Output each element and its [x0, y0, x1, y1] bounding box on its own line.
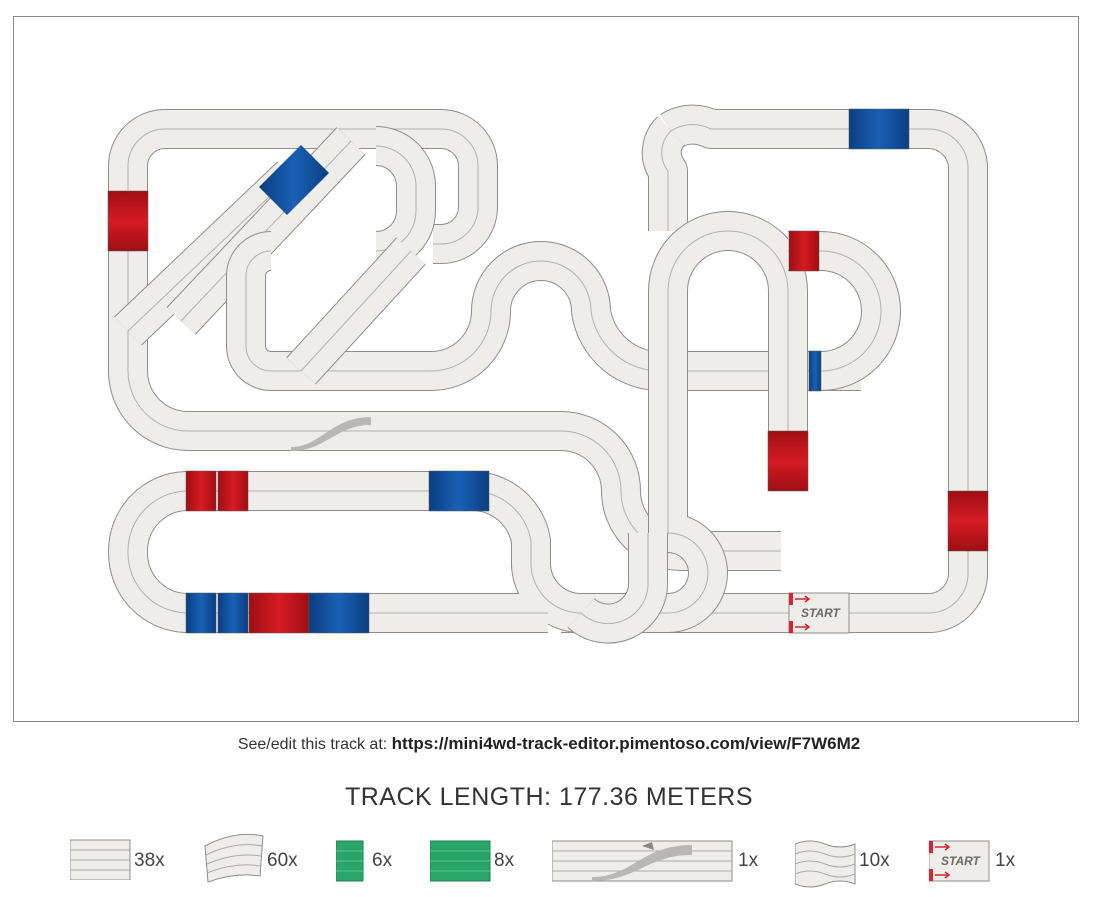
lane-line-11-1: [667, 230, 789, 614]
legend-long-green: 8x: [430, 830, 540, 890]
track-paths: [108, 104, 989, 644]
start-arrow-top: [795, 595, 811, 603]
lane-line-6-1: [300, 250, 412, 372]
legend-straight: 38x: [70, 830, 180, 890]
legend-wave: 10x: [795, 830, 905, 890]
legend-start: START 1x: [929, 830, 1039, 890]
track-canvas-frame: START: [13, 16, 1079, 722]
legend-lane-change-count: 1x: [738, 850, 759, 871]
lane-change-piece-icon: [552, 840, 733, 882]
legend-wave-count: 10x: [859, 850, 890, 871]
start-piece-icon: START: [929, 840, 990, 882]
lane-line-7-1: [430, 260, 861, 372]
legend-lane-change: 1x: [552, 830, 772, 890]
blue-piece-bottom-2: [217, 592, 249, 634]
lane-line-5-1: [245, 250, 431, 372]
edit-link-url[interactable]: https://mini4wd-track-editor.pimentoso.c…: [391, 734, 861, 753]
track-colored-pieces: [107, 108, 989, 634]
blue-piece-small: [808, 350, 822, 392]
track-length-label: TRACK LENGTH: 177.36 METERS: [344, 783, 754, 811]
lane-line-14-1: [580, 533, 649, 625]
blue-piece-diagonal: [259, 145, 329, 215]
curve-piece-icon: [204, 833, 264, 883]
start-arrow-bottom: [795, 623, 811, 631]
lane-change-crossover: [291, 417, 371, 451]
red-piece-right: [947, 490, 989, 552]
track-layout-diagram: START: [107, 104, 989, 644]
red-piece-bl-1: [185, 470, 217, 512]
wave-piece-icon: [795, 840, 856, 888]
start-piece-marker: START: [788, 592, 850, 634]
red-piece-bl-2: [217, 470, 249, 512]
lane-line-1-1: [127, 166, 231, 432]
straight-piece-icon: [70, 839, 131, 880]
start-label: START: [801, 606, 842, 620]
red-piece-mid-right: [788, 230, 820, 272]
lane-line-12-1: [788, 250, 882, 372]
legend-curve-count: 60x: [267, 850, 298, 871]
legend-long-green-count: 8x: [494, 850, 515, 871]
red-piece-oval: [767, 430, 809, 492]
blue-piece-bottom-1: [185, 592, 217, 634]
lane-line-0-1: [127, 128, 479, 245]
blue-piece-top-right: [848, 108, 910, 150]
start-red-bar-top: [789, 593, 793, 605]
blue-piece-bl: [428, 470, 490, 512]
legend-curve: 60x: [203, 830, 313, 890]
track-surface-10: [642, 117, 687, 231]
legend-start-count: 1x: [995, 850, 1016, 871]
short-green-piece-icon: [336, 840, 364, 882]
edit-link-prefix: See/edit this track at:: [237, 736, 388, 753]
lane-line-2-1: [127, 175, 292, 332]
legend-short-green-count: 6x: [372, 850, 393, 871]
start-red-bar-bottom: [789, 621, 793, 633]
blue-piece-bottom-3: [308, 592, 370, 634]
legend-straight-count: 38x: [134, 850, 165, 871]
long-green-piece-icon: [430, 840, 491, 882]
red-piece-bottom: [248, 592, 310, 634]
legend-short-green: 6x: [336, 830, 416, 890]
edit-link-line: See/edit this track at: https://mini4wd-…: [0, 734, 1098, 754]
lane-line-9-1: [561, 124, 969, 614]
lane-line-10-1: [661, 130, 672, 231]
red-piece-left: [107, 190, 149, 252]
legend-start-text: START: [941, 854, 982, 868]
